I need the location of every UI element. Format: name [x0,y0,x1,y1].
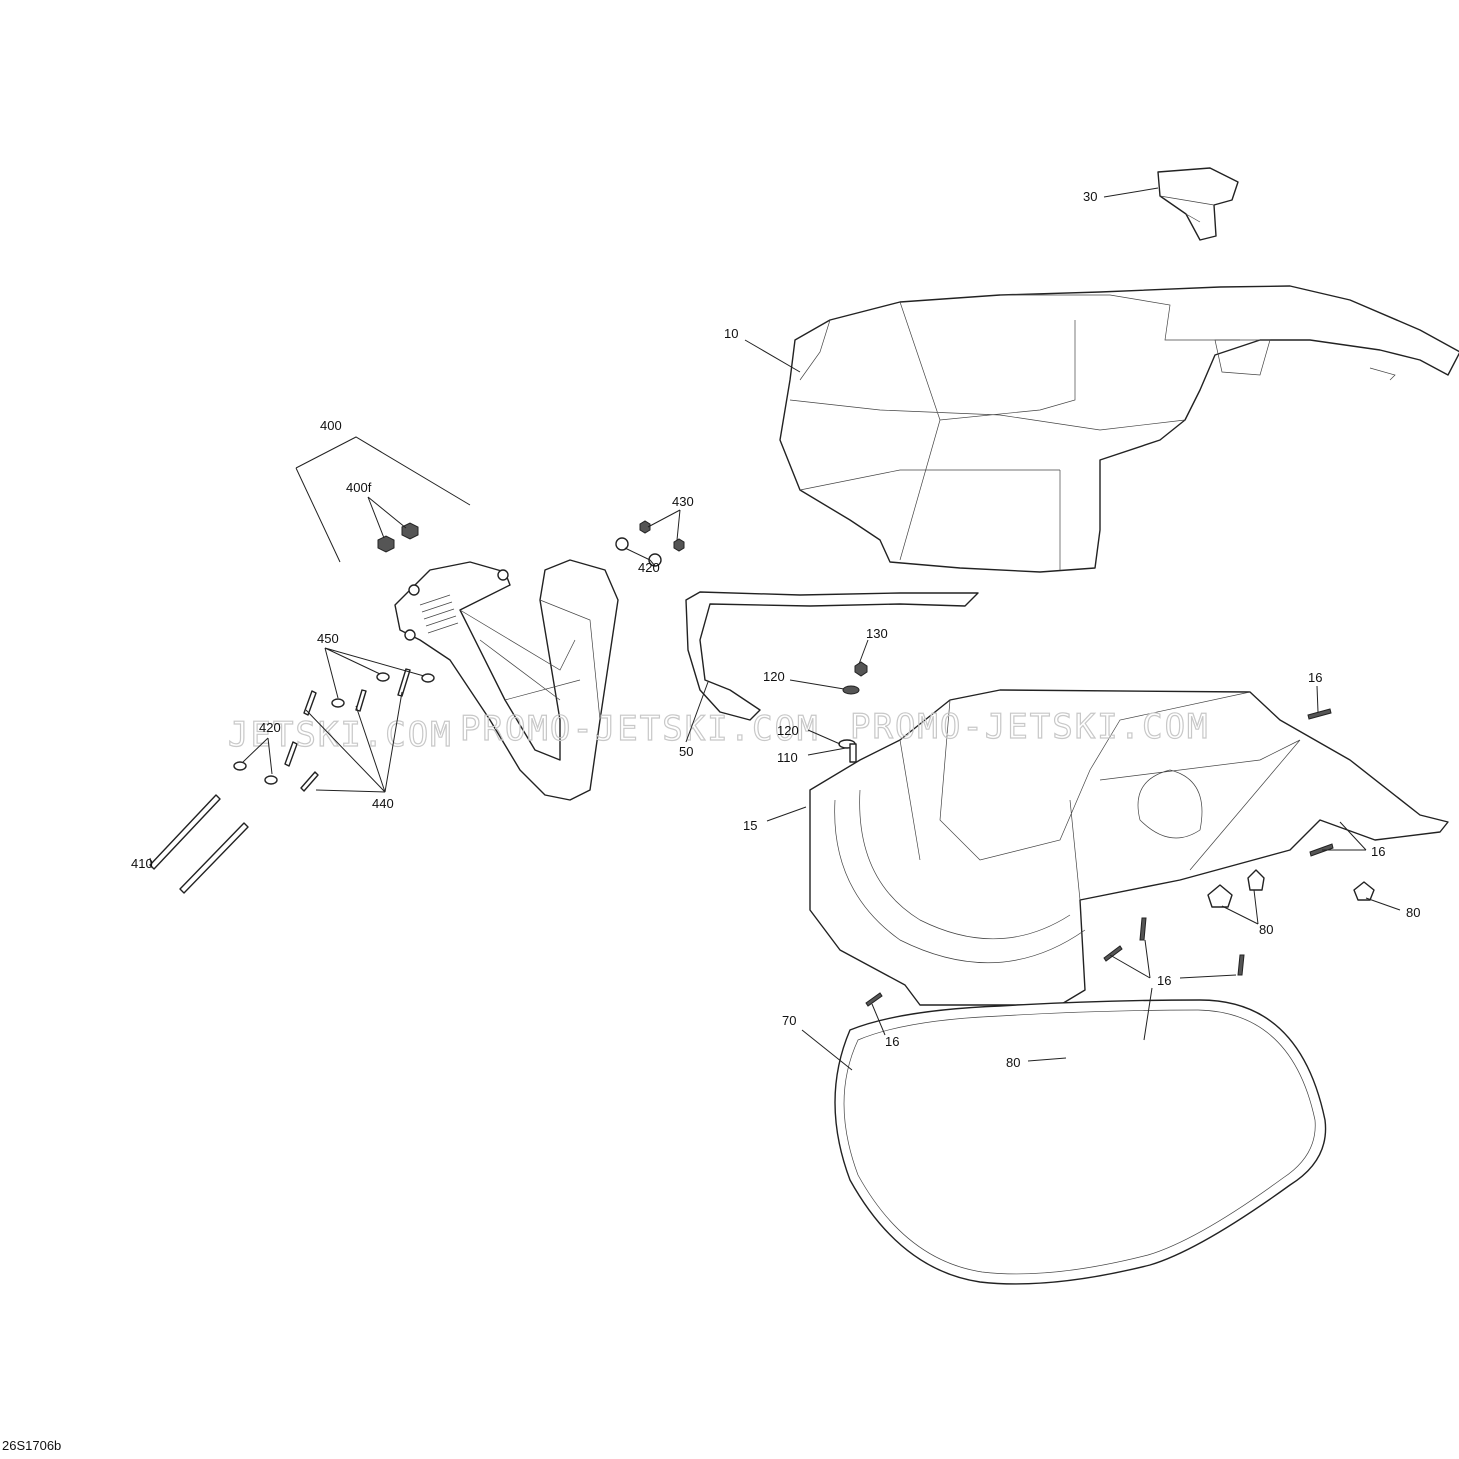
part-50-trim [685,591,979,721]
part-30-latch [1157,167,1239,241]
part-70-seal [834,999,1327,1285]
callout-420b: 420 [259,720,281,735]
callout-450: 450 [317,631,339,646]
fasteners [149,520,1375,1067]
part-400-bracket [394,559,619,801]
part-15-lower-housing [809,689,1449,1006]
callout-16c: 16 [1157,973,1171,988]
part-10-upper-cover [779,285,1459,573]
callout-120b: 120 [777,723,799,738]
callout-420: 420 [638,560,660,575]
callout-80c: 80 [1006,1055,1020,1070]
spring [419,594,459,634]
callout-16b: 16 [1371,844,1385,859]
callout-30: 30 [1083,189,1097,204]
callout-80b: 80 [1259,922,1273,937]
callout-10: 10 [724,326,738,341]
svg-text:PROMO-JETSKI.COM: PROMO-JETSKI.COM [460,709,820,749]
svg-text:JETSKI.COM: JETSKI.COM [228,715,453,755]
diagram-id: 26S1706b [2,1438,61,1453]
callout-15: 15 [743,818,757,833]
leader-lines [149,187,1401,1071]
callout-430: 430 [672,494,694,509]
callout-130: 130 [866,626,888,641]
callout-120: 120 [763,669,785,684]
callout-16a: 16 [1308,670,1322,685]
callout-110: 110 [777,750,798,765]
callout-400f: 400f [346,480,372,495]
callout-400: 400 [320,418,342,433]
watermark: JETSKI.COM PROMO-JETSKI.COM PROMO-JETSKI… [227,706,1210,755]
callout-440: 440 [372,796,394,811]
callout-70: 70 [782,1013,796,1028]
callout-50: 50 [679,744,693,759]
callout-16d: 16 [885,1034,899,1049]
svg-text:PROMO-JETSKI.COM: PROMO-JETSKI.COM [850,707,1210,747]
callout-labels: 30 10 400 400f 430 420 450 130 120 120 1… [131,189,1420,1070]
callout-410: 410 [131,856,153,871]
callout-80a: 80 [1406,905,1420,920]
